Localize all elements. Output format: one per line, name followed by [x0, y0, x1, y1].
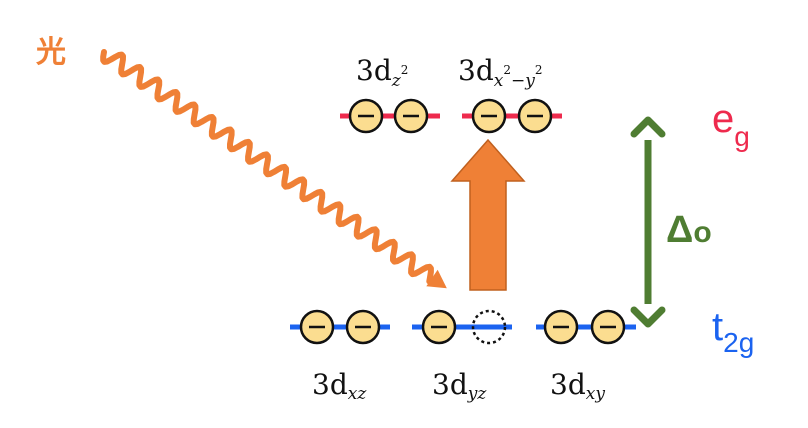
- light-label: 光: [36, 36, 66, 69]
- excitation-arrow: [450, 138, 526, 291]
- vacancy-hole: [471, 309, 507, 345]
- electron: [299, 309, 335, 345]
- orbital-label-z2: 3dz2: [356, 54, 408, 91]
- electron: [421, 309, 457, 345]
- light-wave-arrow: [100, 49, 434, 285]
- electron: [590, 309, 626, 345]
- orbital-label-xz: 3dxz: [312, 368, 367, 404]
- electron: [471, 98, 507, 134]
- orbital-label-x2y2: 3dx2−y2: [458, 54, 542, 91]
- delta-o-label: Δo: [666, 209, 712, 251]
- electron: [393, 98, 429, 134]
- t2g-label: t2g: [712, 305, 754, 358]
- electron: [543, 309, 579, 345]
- eg-label: eg: [712, 97, 750, 152]
- delta-o-double-arrow: [630, 116, 666, 328]
- light-wave-arrowhead: [426, 269, 447, 289]
- electron: [517, 98, 553, 134]
- electron: [348, 98, 384, 134]
- orbital-label-xy: 3dxy: [550, 368, 605, 404]
- electron: [345, 309, 381, 345]
- orbital-label-yz: 3dyz: [432, 368, 487, 404]
